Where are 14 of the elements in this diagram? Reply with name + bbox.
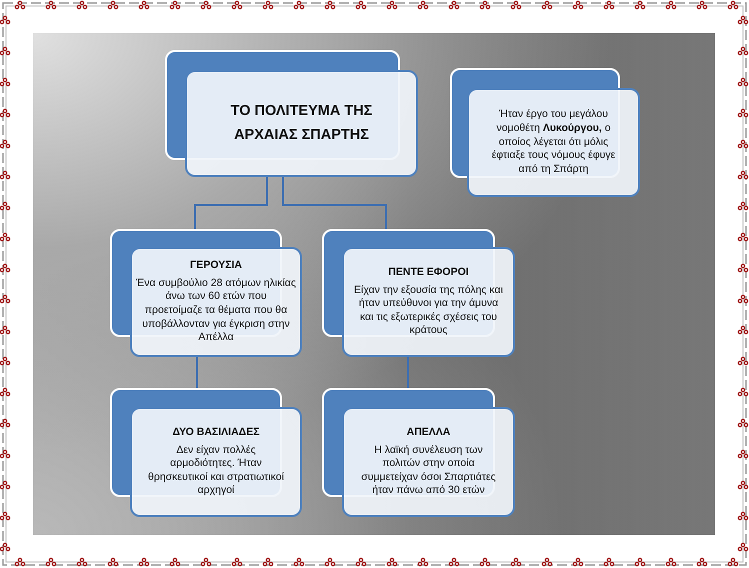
connector-line [196,357,198,388]
body-text: Είχαν την εξουσία της πόλης και ήταν υπεύθυνοι για την άμυνα και τις εξωτερικές σχέσεις του κράτους [354,284,504,338]
body-text: Η λαϊκή συνέλευση των πολιτών στην οποία συμμετείχαν όσοι Σπαρτιάτες ήταν πάνω από 30 ετών [360,444,497,498]
heading-text: ΔΥΟ ΒΑΣΙΛΙΑΔΕΣ [172,426,260,440]
heading-text: ΓΕΡΟΥΣΙΑ [190,259,242,273]
body-text: Δεν είχαν πολλές αρμοδιότητες. Ήταν θρησκευτικοί και στρατιωτικοί αρχηγοί [147,444,285,498]
heading-text: ΠΕΝΤΕ ΕΦΟΡΟΙ [388,266,469,280]
title-text: ΤΟ ΠΟΛΙΤΕΥΜΑ ΤΗΣ ΑΡΧΑΙΑΣ ΣΠΑΡΤΗΣ [230,102,374,144]
heading-text: ΑΠΕΛΛΑ [406,426,450,440]
body-text: Ένα συμβούλιο 28 ατόμων ηλικίας άνω των 60 ετών που προετοίμαζε τα θέματα που θα υποβάλλονταν για έγκριση στην Απέλλα [136,276,296,345]
body-text: Ήταν έργο του μεγάλου νομοθέτη Λυκούργου, ο οποίος λέγεται ότι μόλις έφτιαξε τους νόμους έφυγε από τη Σπάρτη [490,108,616,177]
connector-line [407,357,409,388]
connector-line [282,177,387,229]
connector-line [194,177,268,229]
